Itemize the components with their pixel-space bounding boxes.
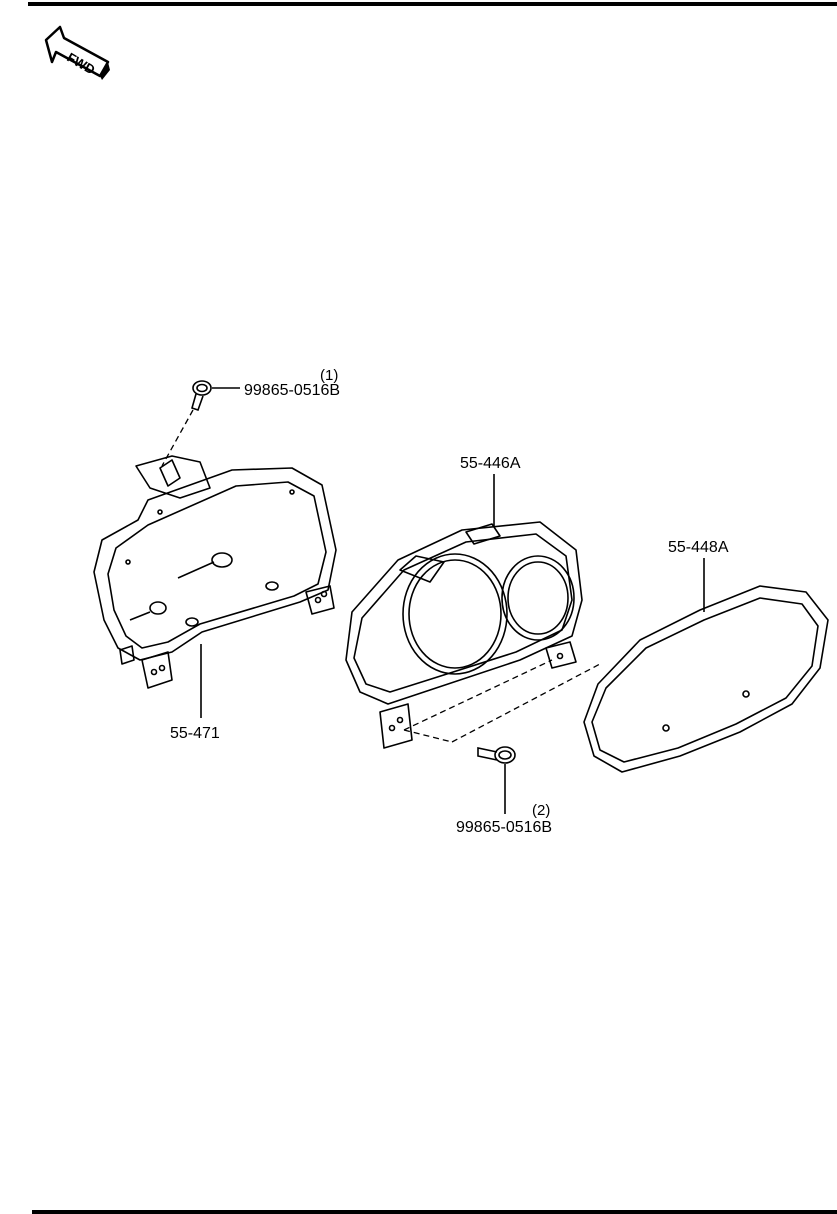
screw-2-drawing bbox=[477, 746, 516, 764]
fwd-arrow-icon: FWD bbox=[44, 25, 110, 80]
bezel-part-number: 55-446A bbox=[460, 455, 521, 472]
screw-1-drawing bbox=[191, 380, 212, 412]
meter-assembly-part-number: 55-471 bbox=[170, 725, 220, 742]
screw-1-part-number: 99865-0516B bbox=[244, 382, 340, 399]
screw-2-qty: (2) bbox=[532, 802, 550, 819]
cover-glass-part-number: 55-448A bbox=[668, 539, 729, 556]
meter-assembly-drawing bbox=[93, 455, 337, 689]
bezel-drawing bbox=[345, 521, 583, 749]
cover-glass-drawing bbox=[583, 585, 829, 773]
assembly-dashed-lines bbox=[161, 409, 601, 743]
screw-1-qty: (1) bbox=[320, 367, 338, 384]
screw-2-part-number: 99865-0516B bbox=[456, 819, 552, 836]
leader-lines bbox=[200, 387, 705, 814]
